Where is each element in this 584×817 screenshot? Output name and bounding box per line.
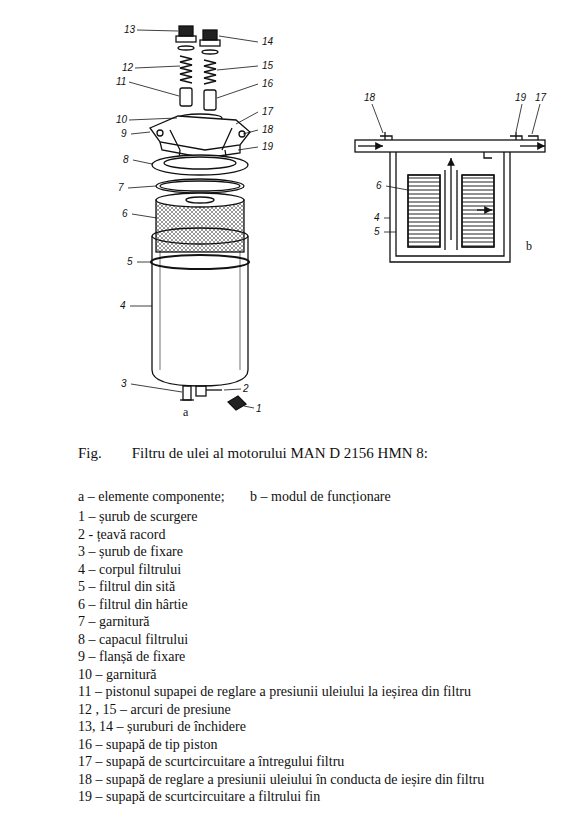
section-leaders <box>372 104 540 232</box>
callout-number: 9 <box>121 128 127 140</box>
view-letter: b <box>526 240 532 254</box>
callout-number: 19 <box>515 92 526 104</box>
callout-number: 14 <box>262 36 273 48</box>
callout-number: 19 <box>262 141 273 153</box>
legend-line: 1 – șurub de scurgere <box>78 509 198 525</box>
callout-number: 17 <box>262 106 273 118</box>
legend-line: 3 – șurub de fixare <box>78 544 183 560</box>
legend-line: 5 – filtrul din sită <box>78 579 175 595</box>
callout-number: 11 <box>116 76 126 88</box>
legend-line: 12 , 15 – arcuri de presiune <box>78 702 231 718</box>
view-letter: a <box>183 406 188 420</box>
legend-line: 6 – filtrul din hârtie <box>78 597 188 613</box>
legend-line: 11 – pistonul supapei de reglare a presi… <box>78 684 471 700</box>
legend-line: 16 – supapă de tip piston <box>78 737 218 753</box>
legend-line: 9 – flanșă de fixare <box>78 649 185 665</box>
legend-line: b – modul de funcționare <box>250 489 391 505</box>
callout-number: 8 <box>123 154 129 166</box>
callout-number: 13 <box>124 24 135 36</box>
legend-line: 13, 14 – șuruburi de închidere <box>78 719 246 735</box>
callout-number: 4 <box>120 300 126 312</box>
legend-line: 19 – supapă de scurtcircuitare a filtrul… <box>78 789 320 805</box>
legend-line: 7 – garnitură <box>78 614 150 630</box>
callout-number: 4 <box>374 212 380 224</box>
callout-number: 1 <box>256 403 262 415</box>
callout-number: 6 <box>376 180 382 192</box>
callout-number: 5 <box>127 256 133 268</box>
callout-number: 18 <box>364 92 375 104</box>
callout-number: 5 <box>374 226 380 238</box>
exploded-view <box>150 26 250 410</box>
leader-lines <box>128 30 258 408</box>
callout-number: 3 <box>121 378 127 390</box>
legend-line: 2 - țeavă racord <box>78 527 165 543</box>
figure-caption: Fig. Filtru de ulei al motorului MAN D 2… <box>78 445 428 462</box>
legend-line: 8 – capacul filtrului <box>78 632 188 648</box>
legend-line: 17 – supapă de scurtcircuitare a întregu… <box>78 754 344 770</box>
legend-line: 4 – corpul filtrului <box>78 562 181 578</box>
callout-number: 7 <box>118 182 124 194</box>
callout-number: 6 <box>122 208 128 220</box>
legend-line: a – elemente componente; <box>78 489 225 505</box>
callout-number: 17 <box>535 92 546 104</box>
legend-line: 18 – supapă de reglare a presiunii uleiu… <box>78 772 484 788</box>
callout-number: 10 <box>116 114 127 126</box>
callout-number: 12 <box>122 62 133 74</box>
callout-number: 2 <box>243 383 249 395</box>
section-view <box>355 132 545 262</box>
callout-number: 18 <box>262 124 273 136</box>
callout-number: 15 <box>262 60 273 72</box>
callout-number: 16 <box>262 78 273 90</box>
legend-line: 10 – garnitură <box>78 667 157 683</box>
